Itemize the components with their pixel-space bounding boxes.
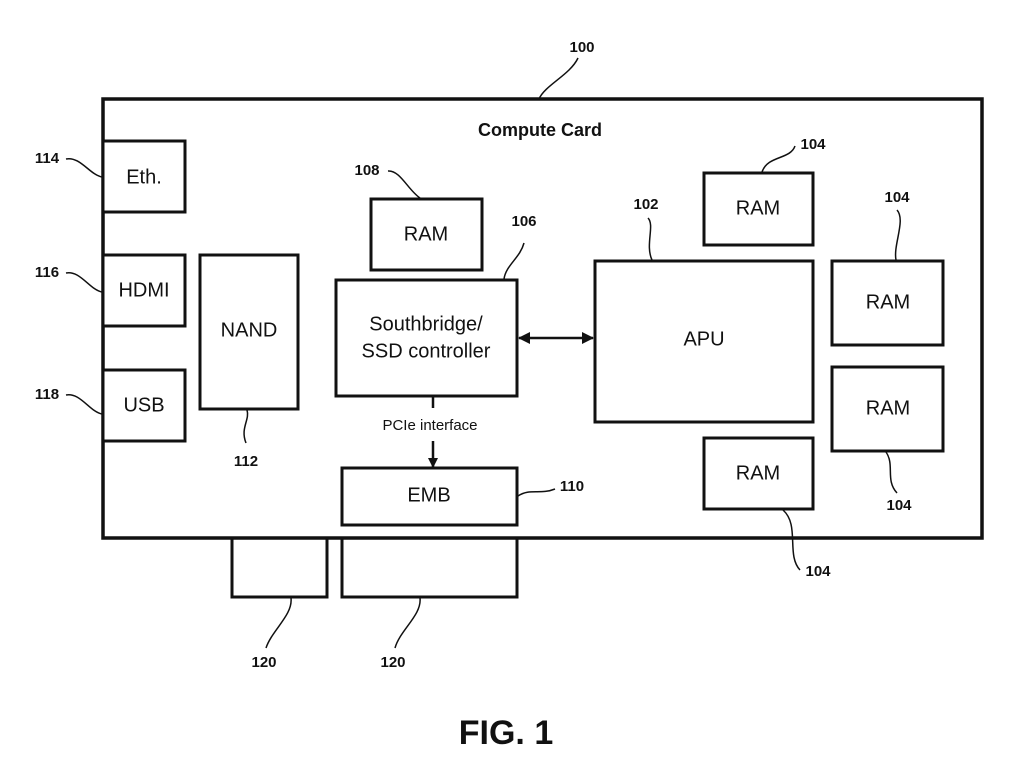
connector-left [230,536,329,599]
connector-right-ref: 120 [380,654,405,671]
usb-ref: 118 [35,386,59,403]
ram-bottom-label: RAM [736,462,780,484]
card-ref-leader [538,57,579,100]
eth-block [101,139,187,214]
apu-label: APU [683,328,724,350]
southbridge-ram-label: RAM [404,223,448,245]
ram-right-upper-ref-leader [894,209,901,261]
emb-block [340,466,519,527]
ram-bottom-ref: 104 [805,563,831,580]
connector-right-ref-leader [394,597,421,649]
card-ref: 100 [569,39,594,56]
ram-top-block [702,171,815,247]
southbridge-ref: 106 [511,213,536,230]
eth-ref: 114 [35,150,60,167]
emb-label: EMB [407,484,450,506]
emb-ref-leader [517,488,556,497]
connector-right [340,536,519,599]
nand-ref-leader [243,409,249,444]
ram-right-upper-ref: 104 [884,189,910,206]
nand-block [198,253,300,411]
nand-label: NAND [221,319,278,341]
ram-top-ref: 104 [800,136,826,153]
southbridge-label-line2: SSD controller [362,340,491,362]
pcie-label: PCIe interface [382,417,477,434]
eth-ref-leader [65,158,103,178]
ram-top-label: RAM [736,197,780,219]
hdmi-block [101,253,187,328]
ram-right-lower-ref: 104 [886,497,912,514]
southbridge-block [334,278,519,398]
usb-ref-leader [65,394,103,415]
ram-right-lower-block [830,365,945,453]
connector-left-ref-leader [265,597,292,649]
hdmi-ref: 116 [35,264,59,281]
emb-ref: 110 [560,478,584,495]
ram-right-lower-ref-leader [885,451,898,494]
hdmi-label: HDMI [118,279,169,301]
ram-right-lower-label: RAM [866,397,910,419]
ram-bottom-block [702,436,815,511]
southbridge-ref-leader [503,242,525,280]
ram-right-upper-block [830,259,945,347]
southbridge-ram-ref: 108 [354,162,379,179]
nand-ref: 112 [234,453,258,470]
southbridge-label-line1: Southbridge/ [369,313,483,335]
apu-ref-leader [647,217,653,261]
apu-block [593,259,815,424]
eth-label: Eth. [126,166,162,188]
connector-left-ref: 120 [251,654,276,671]
figure-caption: FIG. 1 [459,714,553,752]
usb-label: USB [123,394,164,416]
ram-top-ref-leader [761,145,796,173]
ram-right-upper-label: RAM [866,291,910,313]
ram-bottom-ref-leader [782,509,801,571]
southbridge-ram-ref-leader [387,170,421,199]
hdmi-ref-leader [65,272,103,293]
card-title: Compute Card [478,120,602,140]
southbridge-ram-block [369,197,484,272]
apu-ref: 102 [633,196,658,213]
usb-block [101,368,187,443]
